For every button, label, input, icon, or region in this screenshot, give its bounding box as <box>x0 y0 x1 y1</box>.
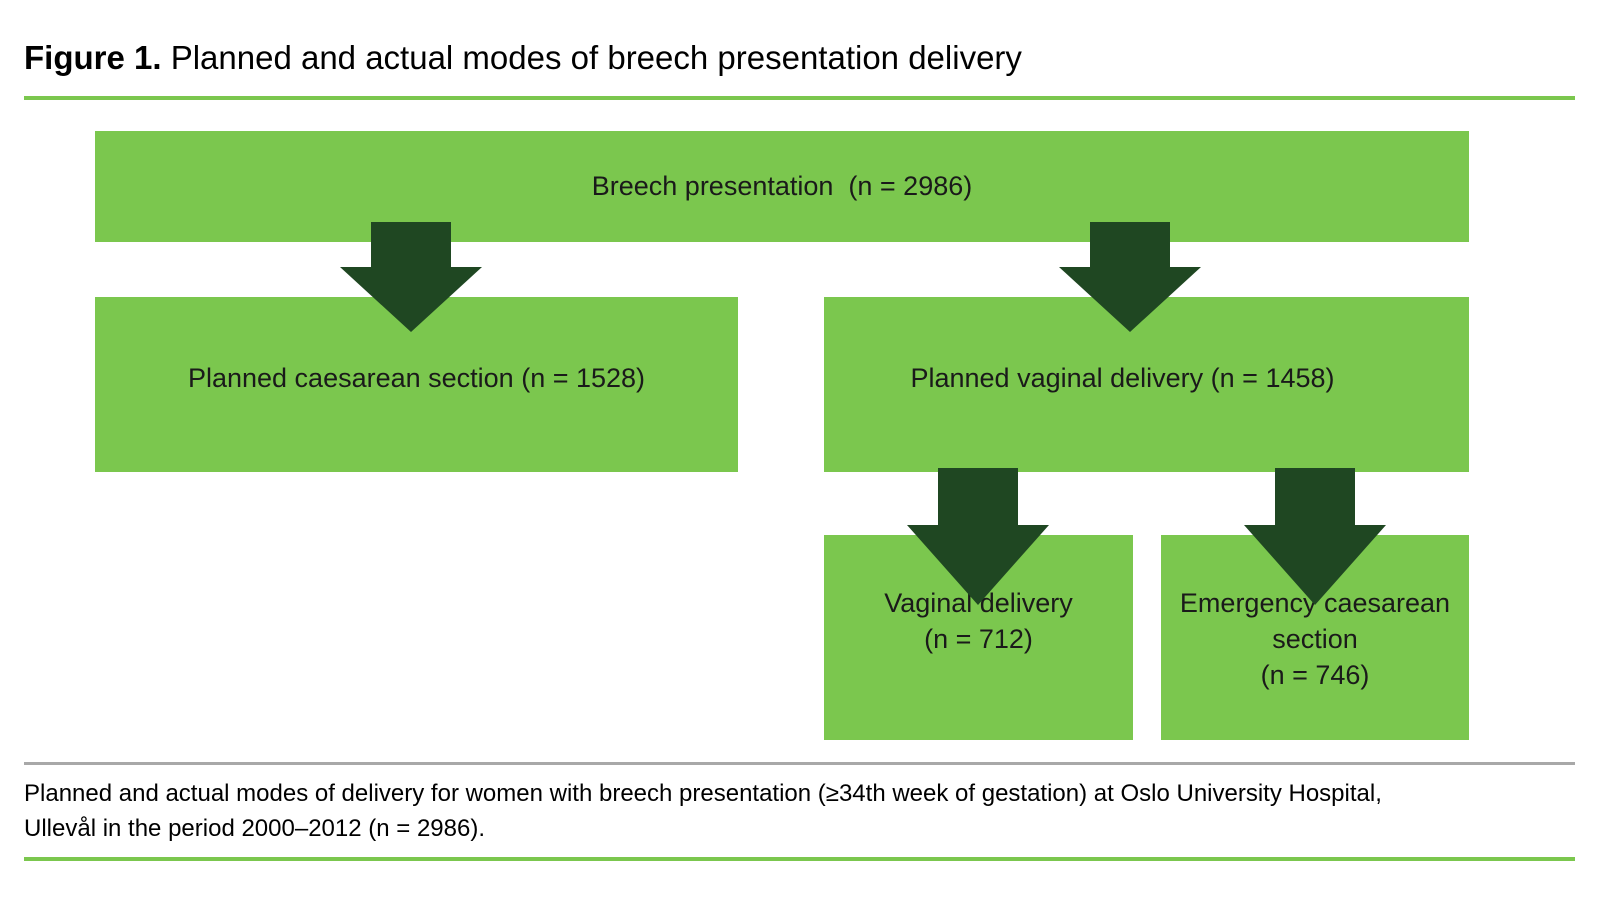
figure-title: Figure 1. Planned and actual modes of br… <box>24 36 1022 80</box>
figure-title-text: Planned and actual modes of breech prese… <box>161 39 1022 76</box>
down-arrow-icon <box>1244 468 1386 605</box>
figure-caption: Planned and actual modes of delivery for… <box>24 776 1474 846</box>
node-breech-presentation: Breech presentation (n = 2986) <box>95 131 1469 242</box>
caption-top-divider <box>24 762 1575 765</box>
down-arrow-icon <box>907 468 1049 605</box>
node-emergency-caesarean-section: Emergency caesarean section (n = 746) <box>1161 535 1469 740</box>
node-planned-caesarean-label: Planned caesarean section (n = 1528) <box>187 363 646 393</box>
down-arrow-icon <box>340 222 482 332</box>
down-arrow-icon <box>1059 222 1201 332</box>
node-vaginal-delivery-line2: (n = 712) <box>924 624 1033 654</box>
figure-caption-line1: Planned and actual modes of delivery for… <box>24 780 1382 807</box>
top-green-divider <box>24 96 1575 100</box>
bottom-green-divider <box>24 857 1575 861</box>
figure-caption-line2: Ullevål in the period 2000–2012 (n = 298… <box>24 815 485 842</box>
node-emergency-caesarean-label: Emergency caesarean section (n = 746) <box>1180 585 1450 693</box>
node-planned-vaginal-delivery: Planned vaginal delivery (n = 1458) <box>824 297 1469 472</box>
node-emergency-caesarean-line3: (n = 746) <box>1260 660 1370 690</box>
node-breech-presentation-label: Breech presentation (n = 2986) <box>591 171 973 201</box>
node-emergency-caesarean-line2: section <box>1272 624 1358 654</box>
figure-title-prefix: Figure 1. <box>24 39 162 76</box>
node-planned-vaginal-label: Planned vaginal delivery (n = 1458) <box>910 363 1335 393</box>
